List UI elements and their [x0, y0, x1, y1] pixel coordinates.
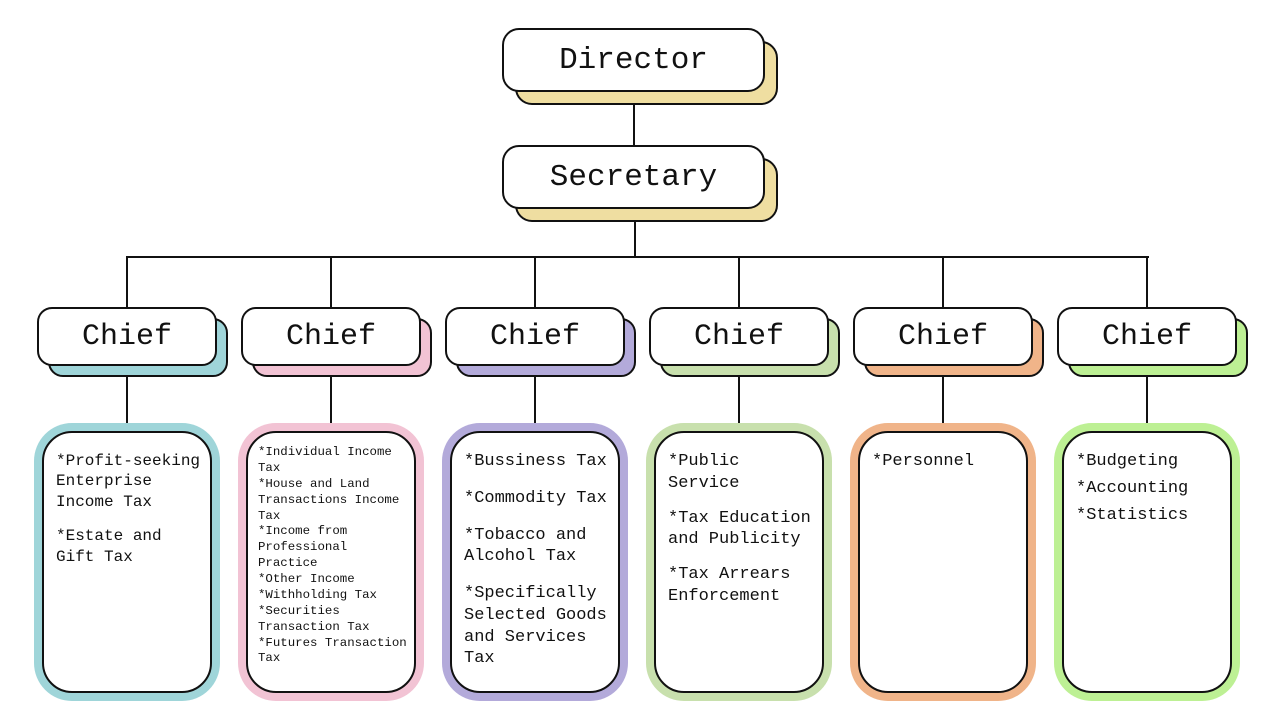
- secretary-node-box: Secretary: [502, 145, 765, 209]
- chief-node-2-box: Chief: [241, 307, 421, 366]
- chief-node-1: Chief: [37, 307, 228, 377]
- director-node: Director: [502, 28, 778, 105]
- chief-node-4-box: Chief: [649, 307, 829, 366]
- list-item: *Statistics: [1076, 505, 1189, 525]
- list-item: *Withholding Tax: [258, 587, 377, 602]
- dept-box-3: *Bussiness Tax *Commodity Tax *Tobacco a…: [442, 423, 628, 701]
- list-item: *Profit-seeking Enterprise Income Tax: [56, 452, 201, 511]
- dept-box-5-list: *Personnel: [858, 431, 1028, 693]
- chief-label: Chief: [81, 319, 172, 354]
- chief-node-5: Chief: [853, 307, 1044, 377]
- list-item: *Estate and Gift Tax: [56, 527, 162, 566]
- chief-node-1-box: Chief: [37, 307, 217, 366]
- chief-node-3: Chief: [445, 307, 636, 377]
- list-item: *Budgeting: [1076, 452, 1179, 471]
- connector-chief-dept-3: [534, 364, 536, 425]
- connector-chief-dept-5: [942, 364, 944, 425]
- chief-label: Chief: [285, 319, 376, 354]
- dept-box-6: *Budgeting *Accounting *Statistics: [1054, 423, 1240, 701]
- chief-node-2: Chief: [241, 307, 432, 377]
- dept-box-1: *Profit-seeking Enterprise Income Tax *E…: [34, 423, 220, 701]
- connector-bus-chief-5: [942, 256, 944, 309]
- chief-node-6: Chief: [1057, 307, 1248, 377]
- connector-bus-horizontal: [127, 256, 1149, 258]
- dept-box-5: *Personnel: [850, 423, 1036, 701]
- connector-chief-dept-4: [738, 364, 740, 425]
- chief-label: Chief: [489, 319, 580, 354]
- list-item: *Personnel: [872, 452, 975, 471]
- list-item: *Securities Transaction Tax: [258, 603, 370, 634]
- connector-bus-chief-6: [1146, 256, 1148, 309]
- chief-node-4: Chief: [649, 307, 840, 377]
- connector-bus-chief-4: [738, 256, 740, 309]
- connector-director-secretary: [633, 90, 635, 148]
- dept-box-3-list: *Bussiness Tax *Commodity Tax *Tobacco a…: [450, 431, 620, 693]
- secretary-node: Secretary: [502, 145, 778, 222]
- list-item: *Individual Income Tax: [258, 445, 392, 475]
- connector-chief-dept-1: [126, 364, 128, 425]
- list-item: *Accounting: [1076, 478, 1189, 498]
- list-item: *House and Land Transactions Income Tax: [258, 476, 400, 523]
- chief-node-5-box: Chief: [853, 307, 1033, 366]
- dept-box-4: *Public Service *Tax Education and Publi…: [646, 423, 832, 701]
- list-item: *Specifically Selected Goods and Service…: [464, 584, 607, 669]
- list-item: *Tax Arrears Enforcement: [668, 565, 791, 606]
- dept-box-1-list: *Profit-seeking Enterprise Income Tax *E…: [42, 431, 212, 693]
- dept-box-6-list: *Budgeting *Accounting *Statistics: [1062, 431, 1232, 693]
- connector-secretary-bus: [634, 208, 636, 258]
- list-item: *Tax Education and Publicity: [668, 508, 811, 550]
- secretary-label: Secretary: [549, 159, 718, 195]
- list-item: *Tobacco and Alcohol Tax: [464, 525, 587, 567]
- director-label: Director: [559, 42, 708, 78]
- dept-box-2: *Individual Income Tax *House and Land T…: [238, 423, 424, 701]
- chief-label: Chief: [1101, 319, 1192, 354]
- list-item: *Public Service: [668, 452, 740, 493]
- chief-label: Chief: [897, 319, 988, 354]
- dept-box-2-list: *Individual Income Tax *House and Land T…: [246, 431, 416, 693]
- connector-bus-chief-1: [126, 256, 128, 309]
- list-item: *Commodity Tax: [464, 488, 607, 508]
- connector-chief-dept-2: [330, 364, 332, 425]
- connector-bus-chief-3: [534, 256, 536, 309]
- dept-box-4-list: *Public Service *Tax Education and Publi…: [654, 431, 824, 693]
- connector-bus-chief-2: [330, 256, 332, 309]
- director-node-box: Director: [502, 28, 765, 92]
- chief-node-6-box: Chief: [1057, 307, 1237, 366]
- list-item: *Futures Transaction Tax: [258, 635, 407, 666]
- chief-label: Chief: [693, 319, 784, 354]
- chief-node-3-box: Chief: [445, 307, 625, 366]
- list-item: *Bussiness Tax: [464, 452, 607, 471]
- connector-chief-dept-6: [1146, 364, 1148, 425]
- list-item: *Other Income: [258, 572, 355, 586]
- list-item: *Income from Professional Practice: [258, 524, 348, 571]
